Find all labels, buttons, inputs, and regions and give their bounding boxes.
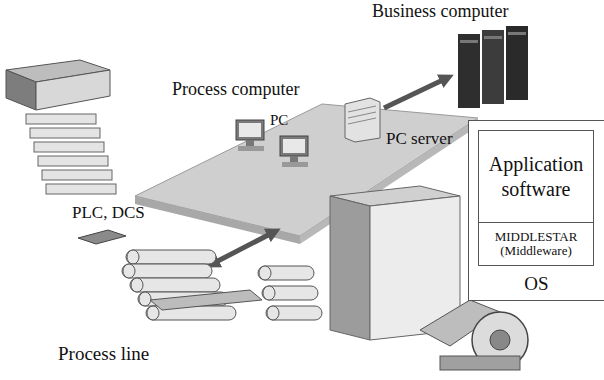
plc-unit [78, 230, 126, 244]
application-box: Application software [478, 130, 594, 222]
mainframe-icon [458, 26, 528, 108]
furnace-equipment [6, 60, 116, 194]
tower-furnace [330, 186, 460, 340]
system-label: Business computer [372, 2, 509, 22]
device-label: PC [270, 112, 288, 129]
node-text: MIDDLESTAR (Middleware) [482, 230, 590, 259]
roll-stand [122, 250, 262, 320]
control-arrow [212, 232, 274, 264]
coiler [420, 300, 528, 370]
device-label: PLC, DCS [72, 204, 145, 223]
area-label: Process line [58, 344, 149, 365]
device-label: PC server [386, 130, 453, 149]
node-text: Application software [483, 152, 589, 202]
roll-pair [258, 266, 322, 320]
node-text: OS [469, 272, 604, 296]
floor-plate-edge [135, 196, 300, 244]
data-arrow [384, 78, 447, 108]
server-tower [345, 98, 380, 142]
os-layer-box: OS Application softwareMIDDLESTAR (Middle… [468, 120, 604, 301]
middleware-box: MIDDLESTAR (Middleware) [478, 222, 594, 266]
system-label: Process computer [172, 80, 299, 100]
